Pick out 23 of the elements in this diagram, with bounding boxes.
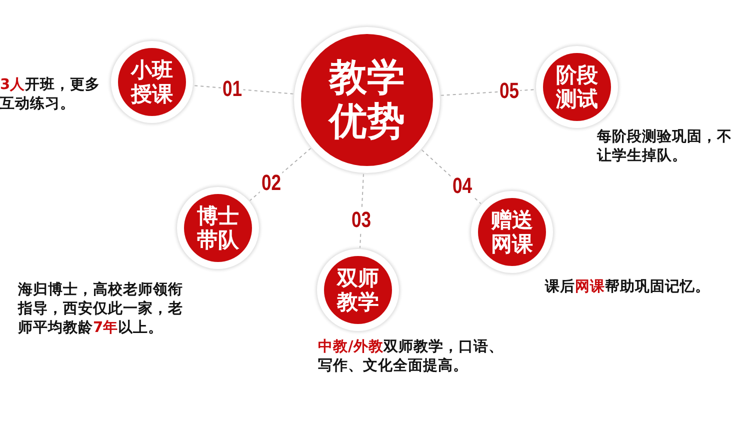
topic-circle xyxy=(478,198,546,266)
topic-circle xyxy=(324,256,392,324)
description-text: 每阶段测验巩固，不让学生掉队。 xyxy=(597,128,733,166)
description-text: 中教/外教双师教学，口语、写作、文化全面提高。 xyxy=(318,338,504,376)
topic-title: 双师教学 xyxy=(336,266,380,314)
description-text: 课后网课帮助巩固记忆。 xyxy=(545,278,711,297)
step-number: 04 xyxy=(450,175,474,198)
dashed-connector xyxy=(193,85,294,94)
topic-title: 阶段测试 xyxy=(554,62,599,112)
main-circle xyxy=(301,34,433,166)
step-number: 03 xyxy=(350,208,373,231)
description-text: 海归博士，高校老师领衔指导，西安仅此一家，老师平均教龄7年以上。 xyxy=(18,281,184,338)
topic-circle xyxy=(543,53,611,121)
topic-title: 赠送网课 xyxy=(490,208,534,256)
main-title: 教学优势 xyxy=(327,56,406,144)
topic-circle xyxy=(184,194,252,262)
topic-title: 博士带队 xyxy=(196,204,240,252)
dashed-connector xyxy=(359,173,364,249)
description-text: 3人开班，更多互动练习。 xyxy=(0,76,102,114)
step-number: 02 xyxy=(259,172,282,194)
dashed-connector xyxy=(249,148,312,202)
topic-circle xyxy=(118,48,186,116)
topic-title: 小班授课 xyxy=(130,58,174,106)
